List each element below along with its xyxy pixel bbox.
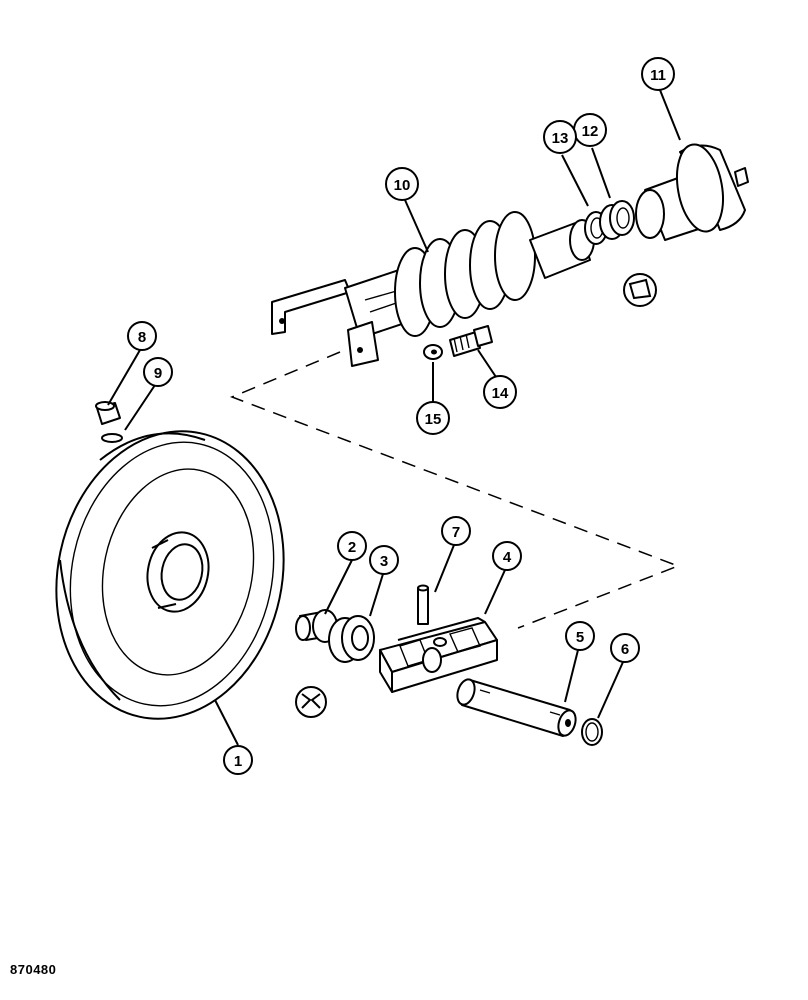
callout-1: 1 <box>223 745 253 775</box>
callout-4: 4 <box>492 541 522 571</box>
callouts: 1 2 3 4 5 6 7 8 9 10 11 12 13 14 15 <box>127 57 675 775</box>
svg-text:8: 8 <box>138 329 146 346</box>
bolt <box>449 325 493 357</box>
adjuster-cylinder <box>635 143 749 241</box>
callout-11: 11 <box>641 57 675 91</box>
recoil-spring-yoke <box>271 211 595 367</box>
idler-wheel <box>55 430 285 720</box>
plug-o-ring <box>101 433 123 443</box>
callout-7: 7 <box>441 516 471 546</box>
snap-ring <box>581 718 603 746</box>
svg-text:10: 10 <box>394 177 411 194</box>
callout-2: 2 <box>337 531 367 561</box>
svg-text:14: 14 <box>492 385 509 402</box>
svg-text:6: 6 <box>621 641 629 658</box>
callout-12: 12 <box>573 113 607 147</box>
seal-ring <box>599 200 635 240</box>
callout-10: 10 <box>385 167 419 201</box>
spring-coils <box>394 211 536 337</box>
svg-text:9: 9 <box>154 365 162 382</box>
svg-text:5: 5 <box>576 629 584 646</box>
figure-id: 870480 <box>10 962 57 977</box>
callout-13: 13 <box>543 120 577 154</box>
shaft <box>456 678 577 737</box>
svg-text:15: 15 <box>425 411 442 428</box>
callout-3: 3 <box>369 545 399 575</box>
svg-text:2: 2 <box>348 539 356 556</box>
callout-9: 9 <box>143 357 173 387</box>
seal <box>328 615 375 663</box>
fill-plug <box>95 401 121 425</box>
roll-pin <box>417 584 429 625</box>
svg-text:3: 3 <box>380 553 388 570</box>
leader-lines <box>107 89 681 746</box>
bearing-block <box>379 616 498 693</box>
assembly-guide-lines <box>229 351 681 629</box>
seal-ring-detail-icon <box>623 273 657 307</box>
svg-text:4: 4 <box>503 549 512 566</box>
lock-washer <box>423 344 443 360</box>
callout-6: 6 <box>610 633 640 663</box>
seal-detail-icon <box>295 686 327 718</box>
callout-8: 8 <box>127 321 157 351</box>
svg-text:1: 1 <box>234 753 242 770</box>
svg-text:7: 7 <box>452 524 460 541</box>
svg-text:13: 13 <box>552 130 569 147</box>
callout-14: 14 <box>483 375 517 409</box>
svg-text:12: 12 <box>582 123 599 140</box>
svg-text:11: 11 <box>650 67 666 84</box>
callout-15: 15 <box>416 401 450 435</box>
callout-5: 5 <box>565 621 595 651</box>
